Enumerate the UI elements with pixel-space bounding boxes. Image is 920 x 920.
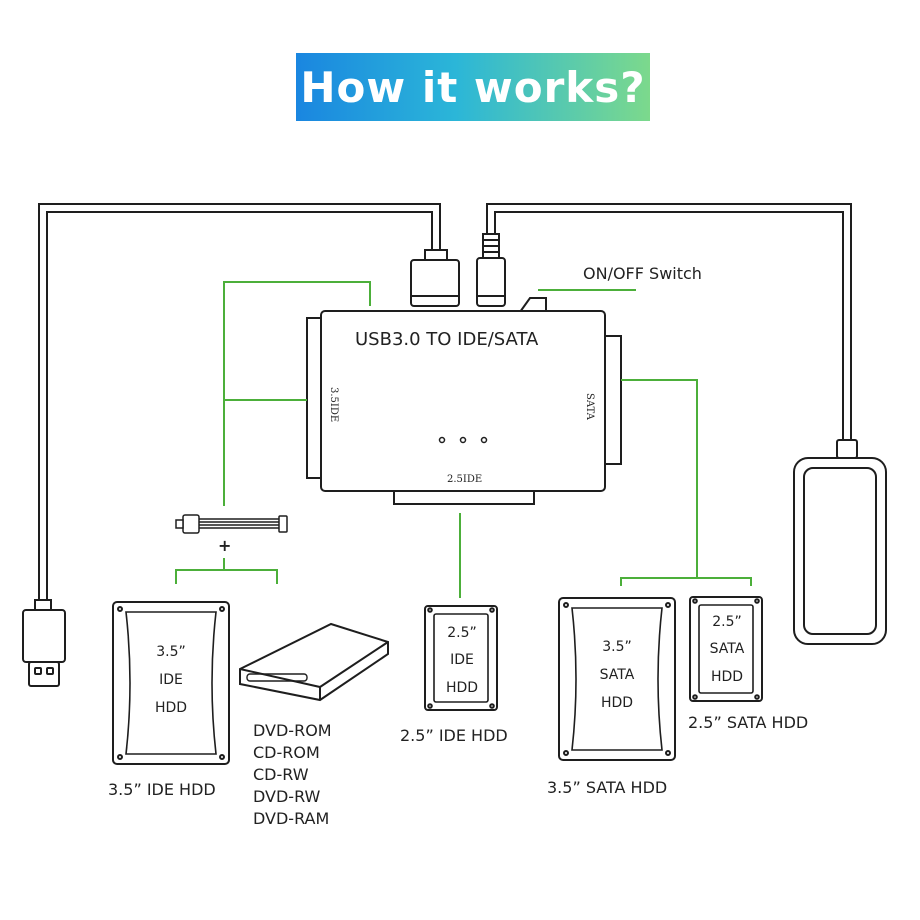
hdd-35-ide-label-type: IDE (159, 672, 183, 688)
port-label-sata: SATA (584, 393, 595, 421)
list-item: DVD-RAM (253, 809, 329, 828)
list-item: DVD-ROM (253, 721, 332, 740)
hdd-35-sata-label-size: 3.5” (602, 639, 632, 655)
hdd-25-sata-label-size: 2.5” (712, 614, 742, 630)
hdd-25-sata-label-kind: HDD (711, 669, 743, 685)
usb-cable (38, 203, 441, 600)
power-plus-sign: + (218, 536, 231, 555)
dc-power-plug-icon (476, 233, 506, 307)
adapter-body (306, 310, 622, 505)
hdd-35-ide-label-kind: HDD (155, 700, 187, 716)
list-item: CD-ROM (253, 743, 320, 762)
molex-power-lead-icon (175, 514, 288, 534)
hdd-25-sata-label-type: SATA (710, 641, 745, 657)
hdd-35-ide-label-size: 3.5” (156, 644, 186, 660)
hdd-25-ide-label-size: 2.5” (447, 625, 477, 641)
connector-lines (175, 281, 752, 598)
power-cable (486, 203, 852, 440)
hdd-35-sata-caption: 3.5” SATA HDD (547, 778, 667, 797)
power-switch-icon (518, 297, 547, 313)
hdd-35-ide-caption: 3.5” IDE HDD (108, 780, 216, 799)
optical-drive-icon (239, 622, 389, 702)
power-adapter-brick-icon (793, 439, 887, 645)
port-label-35ide: 3.5IDE (328, 387, 339, 422)
hdd-25-ide-icon (424, 605, 498, 711)
hdd-25-ide-label-type: IDE (450, 652, 474, 668)
adapter-name: USB3.0 TO IDE/SATA (355, 329, 539, 350)
status-led-icons (438, 436, 488, 444)
port-label-25ide: 2.5IDE (447, 474, 482, 485)
page-title: How it works? (300, 62, 646, 112)
hdd-25-sata-icon (689, 596, 763, 702)
hdd-25-ide-caption: 2.5” IDE HDD (400, 726, 508, 745)
list-item: DVD-RW (253, 787, 321, 806)
switch-callout: ON/OFF Switch (538, 264, 702, 291)
hdd-35-ide-icon (112, 601, 230, 765)
usb-a-plug-icon (22, 599, 66, 687)
hdd-35-sata-label-kind: HDD (601, 695, 633, 711)
optical-drive-list: DVD-ROM CD-ROM CD-RW DVD-RW DVD-RAM (253, 721, 332, 828)
title-banner: How it works? (296, 53, 650, 121)
hdd-35-sata-icon (558, 597, 676, 761)
usb-adapter-plug-icon (410, 249, 460, 307)
hdd-35-sata-label-type: SATA (600, 667, 635, 683)
list-item: CD-RW (253, 765, 309, 784)
switch-label: ON/OFF Switch (583, 264, 702, 283)
hdd-25-ide-label-kind: HDD (446, 680, 478, 696)
hdd-25-sata-caption: 2.5” SATA HDD (688, 713, 808, 732)
